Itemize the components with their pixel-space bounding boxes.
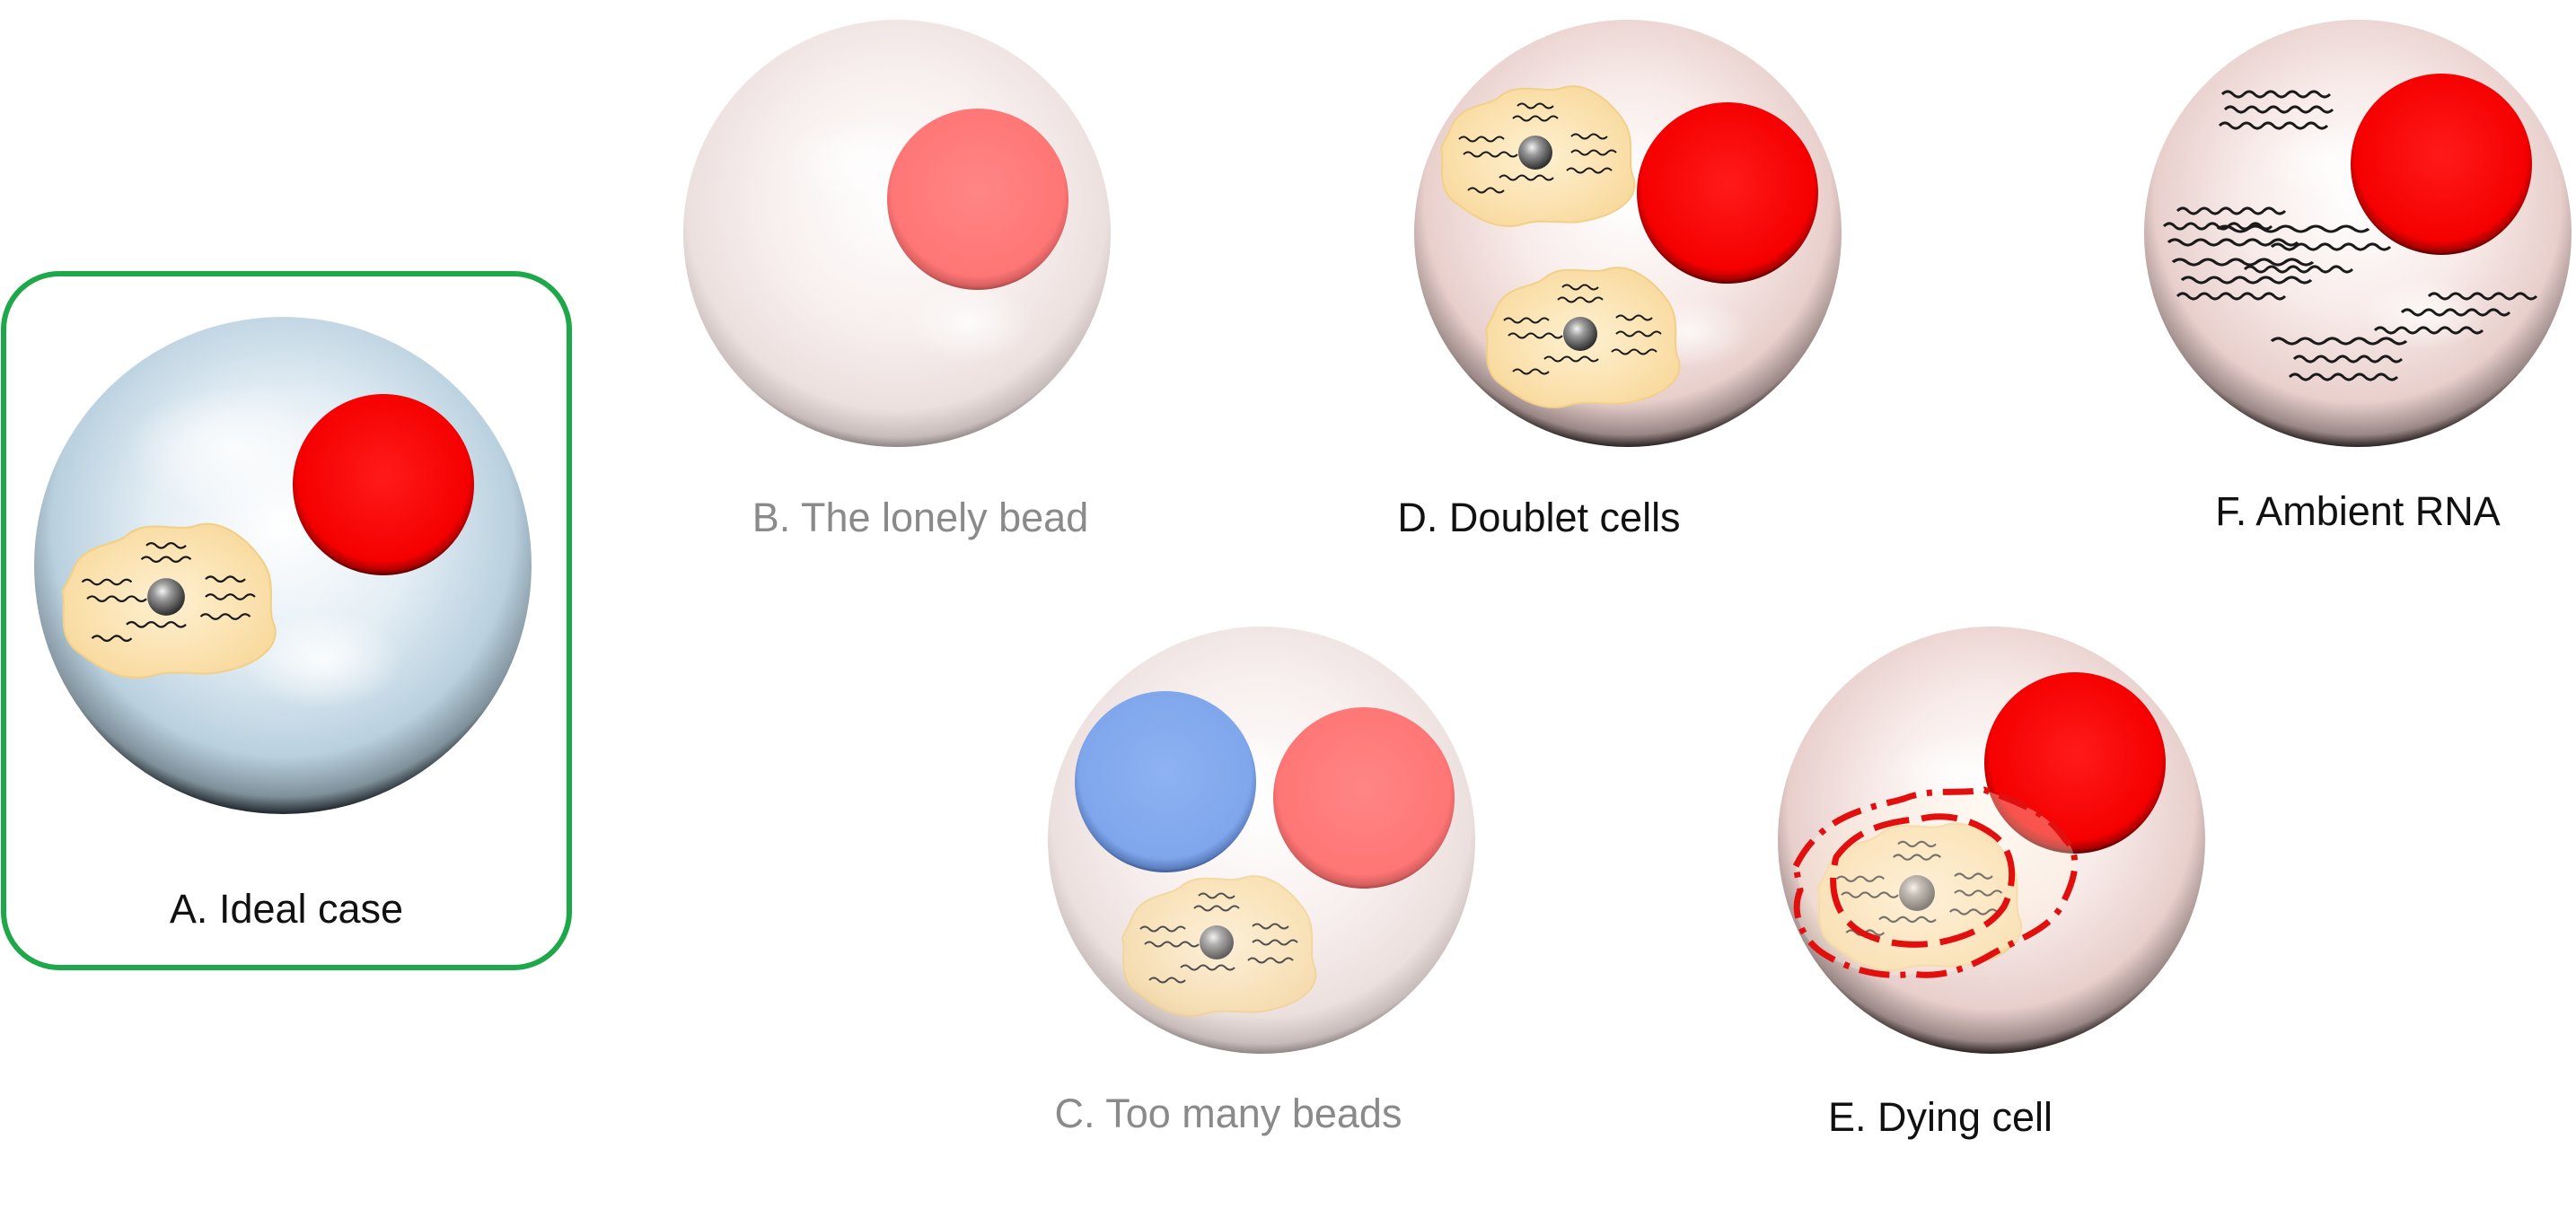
label-e: E. Dying cell [1827, 1094, 2053, 1140]
droplet [2144, 20, 2572, 447]
dying-membrane-outer [1792, 786, 2079, 978]
bead-faded-red [887, 109, 1068, 290]
panel-d-doublet-cells [1414, 20, 1842, 447]
panel-b-lonely-bead [683, 20, 1111, 447]
label-c: C. Too many beads [1054, 1091, 1402, 1136]
bead-faded-red [1273, 707, 1455, 889]
label-b: B. The lonely bead [752, 495, 1089, 540]
panel-c-too-many-beads [1048, 626, 1475, 1054]
bead-red [2351, 74, 2532, 255]
panel-a-ideal-case [1, 271, 572, 970]
highlight-box [1, 271, 572, 970]
label-a: A. Ideal case [169, 886, 404, 932]
label-f: F. Ambient RNA [2215, 488, 2501, 534]
dying-membrane-inner [1830, 813, 2016, 948]
panel-f-ambient-rna [2144, 20, 2572, 447]
bead-red [1984, 672, 2166, 854]
panel-e-dying-cell [1778, 626, 2205, 1054]
bead-red [1637, 102, 1818, 284]
label-d: D. Doublet cells [1397, 495, 1681, 540]
bead-blue [1075, 691, 1256, 872]
bead-red [293, 394, 474, 575]
